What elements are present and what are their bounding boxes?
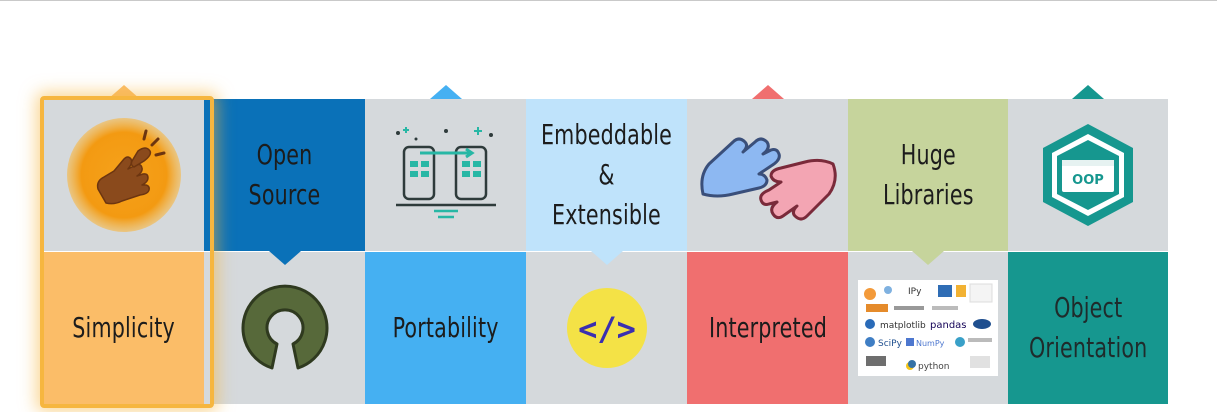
python-libraries-collage: IPy matplotlib pandas SciPy NumPy	[858, 280, 998, 376]
portability-tile[interactable]: Portability	[365, 252, 526, 404]
object-orientation-icon-tile[interactable]: OOP	[1008, 85, 1168, 251]
huge-libraries-label: Huge Libraries	[882, 138, 974, 211]
open-source-label: Open Source	[248, 138, 321, 211]
sign-language-hands-icon	[699, 137, 837, 221]
code-tag-icon: </>	[566, 288, 647, 368]
simplicity-icon-tile[interactable]	[43, 85, 204, 251]
interpreted-label: Interpreted	[708, 311, 827, 344]
lib-ipy-text: IPy	[908, 287, 922, 297]
oop-badge-text: OOP	[1072, 173, 1104, 188]
simplicity-tile[interactable]: Simplicity	[43, 252, 204, 404]
interpreted-tile[interactable]: Interpreted	[687, 252, 848, 404]
lib-matplotlib-text: matplotlib	[880, 321, 926, 331]
portability-label: Portability	[392, 311, 499, 344]
lib-scipy-text: SciPy	[878, 339, 903, 349]
snap-fingers-icon	[66, 118, 181, 232]
oop-badge-icon: OOP	[1043, 124, 1133, 226]
code-icon-text: </>	[578, 310, 636, 348]
lib-pandas-text: pandas	[930, 320, 967, 331]
features-bottom-row: Simplicity Portability </> Interpreted I…	[43, 252, 1175, 404]
portable-devices-icon	[395, 127, 496, 219]
simplicity-label: Simplicity	[72, 311, 175, 344]
lib-python-text: python	[918, 362, 949, 372]
open-source-logo-icon	[241, 284, 328, 370]
huge-libraries-tile[interactable]: Huge Libraries	[848, 99, 1008, 265]
embeddable-extensible-tile[interactable]: Embeddable & Extensible	[526, 99, 687, 265]
lib-numpy-text: NumPy	[916, 339, 945, 348]
libraries-icon-tile[interactable]: IPy matplotlib pandas SciPy NumPy	[848, 252, 1008, 404]
object-orientation-tile[interactable]: Object Orientation	[1008, 252, 1168, 404]
embeddable-icon-tile[interactable]: </>	[526, 252, 687, 404]
portability-icon-tile[interactable]	[365, 85, 526, 251]
features-top-row: Open Source Embeddable & Extensible	[43, 85, 1175, 265]
open-source-icon-tile[interactable]	[204, 252, 365, 404]
embeddable-extensible-label: Embeddable & Extensible	[540, 118, 673, 231]
open-source-tile[interactable]: Open Source	[204, 99, 365, 265]
interpreted-icon-tile[interactable]	[687, 85, 848, 251]
object-orientation-label: Object Orientation	[1028, 291, 1148, 364]
top-divider	[0, 0, 1217, 1]
